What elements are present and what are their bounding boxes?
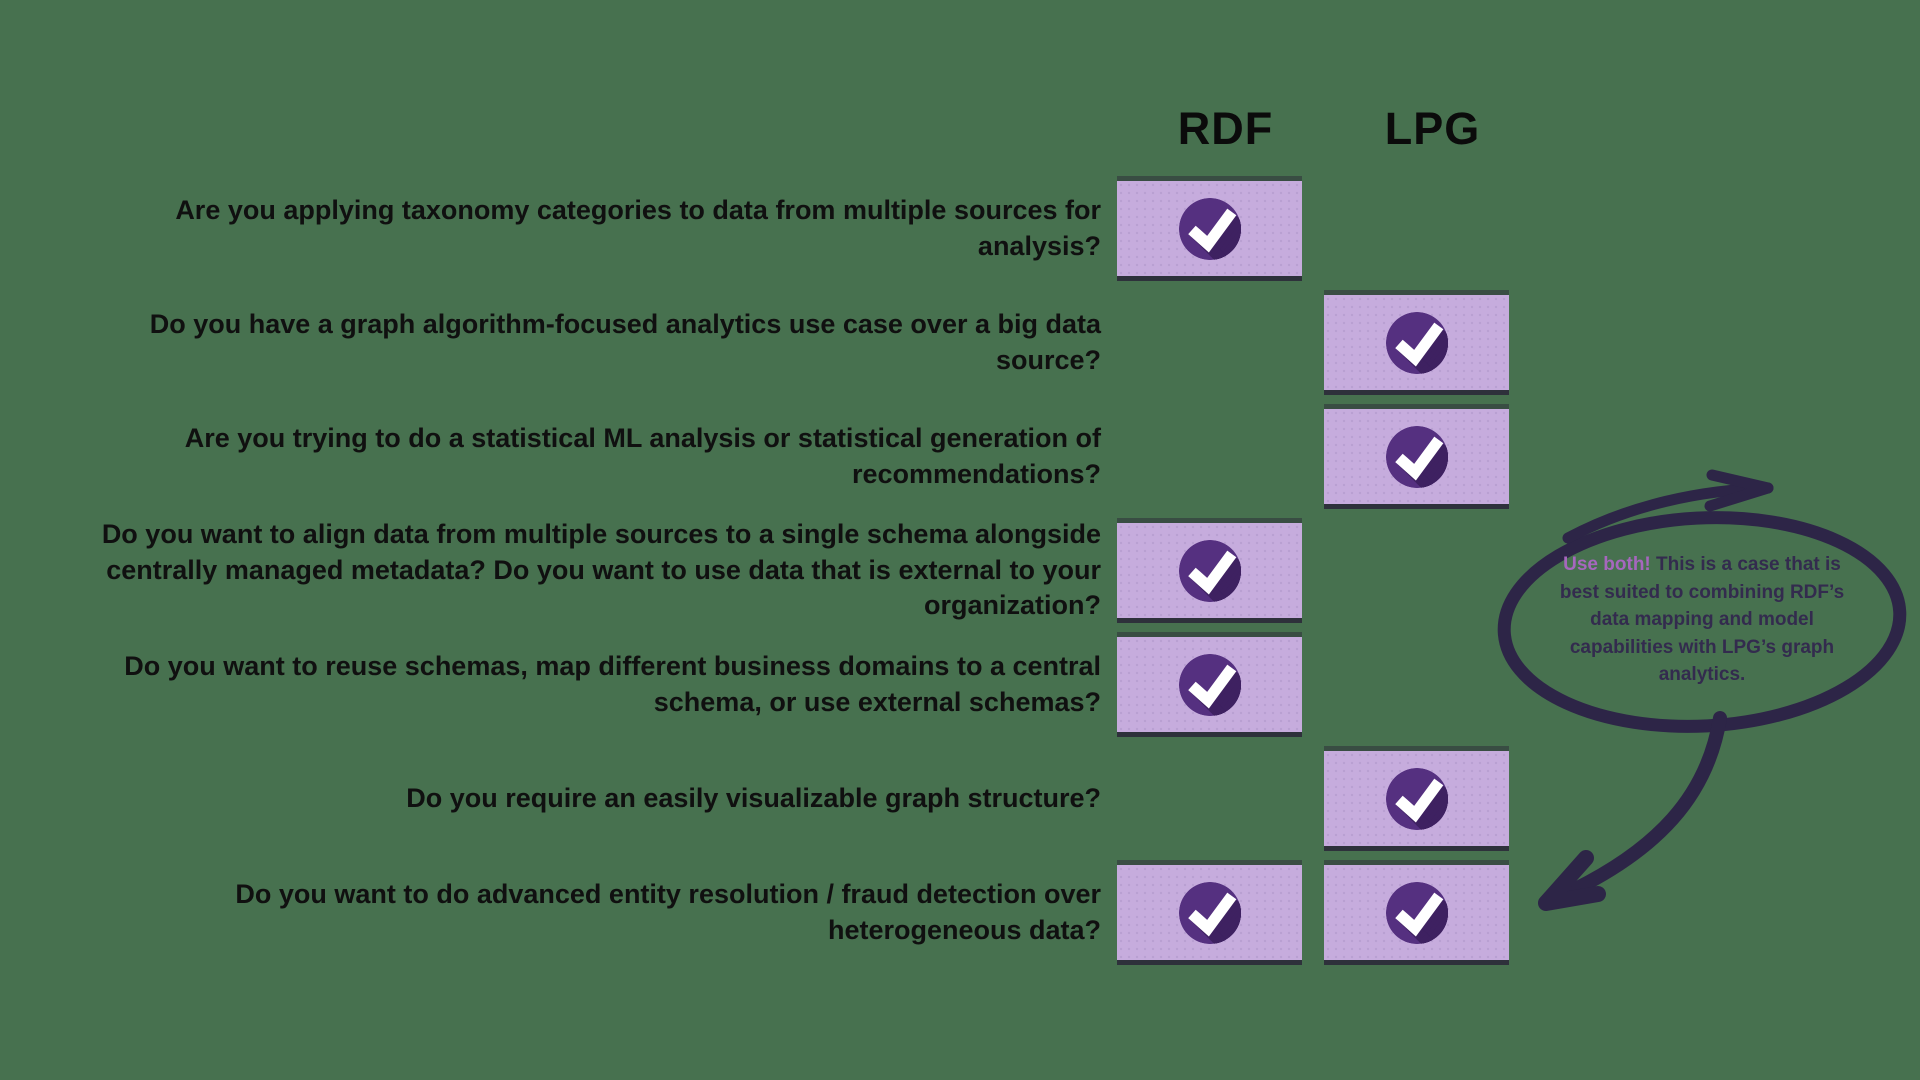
column-headers: RDF LPG	[1133, 103, 1525, 155]
question-row: Do you want to align data from multiple …	[50, 519, 1509, 621]
rdf-answer-cell	[1117, 181, 1302, 276]
question-row: Do you require an easily visualizable gr…	[50, 751, 1509, 846]
question-text: Are you trying to do a statistical ML an…	[184, 422, 1101, 489]
question-text: Are you applying taxonomy categories to …	[175, 194, 1101, 261]
question-text: Do you want to align data from multiple …	[101, 519, 1101, 621]
question-row: Are you applying taxonomy categories to …	[50, 181, 1509, 276]
rdf-answer-cell	[1117, 637, 1302, 732]
annotation-graphics	[1497, 469, 1907, 911]
question-row: Do you want to reuse schemas, map differ…	[50, 637, 1509, 732]
column-header-lpg: LPG	[1384, 103, 1481, 154]
question-text: Do you have a graph algorithm-focused an…	[149, 308, 1101, 375]
bubble-top-arrowhead	[1704, 469, 1774, 512]
question-text: Do you want to do advanced entity resolu…	[235, 878, 1101, 945]
checkmark-icon	[1177, 538, 1243, 604]
checkmark-icon	[1384, 766, 1450, 832]
question-row: Are you trying to do a statistical ML an…	[50, 409, 1509, 504]
comparison-rows: Are you applying taxonomy categories to …	[50, 181, 1509, 960]
checkmark-icon	[1177, 880, 1243, 946]
question-row: Do you want to do advanced entity resolu…	[50, 865, 1509, 960]
annotation-highlight: Use both!	[1563, 554, 1657, 575]
checkmark-icon	[1384, 424, 1450, 490]
question-text: Do you want to reuse schemas, map differ…	[124, 650, 1101, 717]
lpg-answer-cell	[1324, 295, 1509, 390]
checkmark-icon	[1177, 652, 1243, 718]
checkmark-icon	[1384, 880, 1450, 946]
bubble-bottom-arrow-shaft	[1543, 711, 1727, 908]
speech-bubble-outline	[1497, 511, 1907, 733]
checkmark-icon	[1384, 310, 1450, 376]
lpg-answer-cell	[1324, 751, 1509, 846]
question-text: Do you require an easily visualizable gr…	[406, 782, 1101, 813]
column-header-rdf: RDF	[1177, 103, 1274, 154]
rdf-answer-cell	[1117, 409, 1302, 504]
rdf-answer-cell	[1117, 751, 1302, 846]
checkmark-icon	[1177, 196, 1243, 262]
lpg-answer-cell	[1324, 409, 1509, 504]
lpg-answer-cell	[1324, 865, 1509, 960]
rdf-answer-cell	[1117, 295, 1302, 390]
rdf-answer-cell	[1117, 523, 1302, 618]
rdf-answer-cell	[1117, 865, 1302, 960]
bubble-bottom-arrowhead	[1538, 850, 1606, 911]
annotation-body: This is a case that is best suited to co…	[1559, 554, 1845, 686]
annotation-bubble-text: Use both! This is a case that is best su…	[1552, 551, 1852, 689]
question-row: Do you have a graph algorithm-focused an…	[50, 295, 1509, 390]
bubble-top-arrow-shaft	[1562, 482, 1774, 544]
lpg-answer-cell	[1324, 181, 1509, 276]
